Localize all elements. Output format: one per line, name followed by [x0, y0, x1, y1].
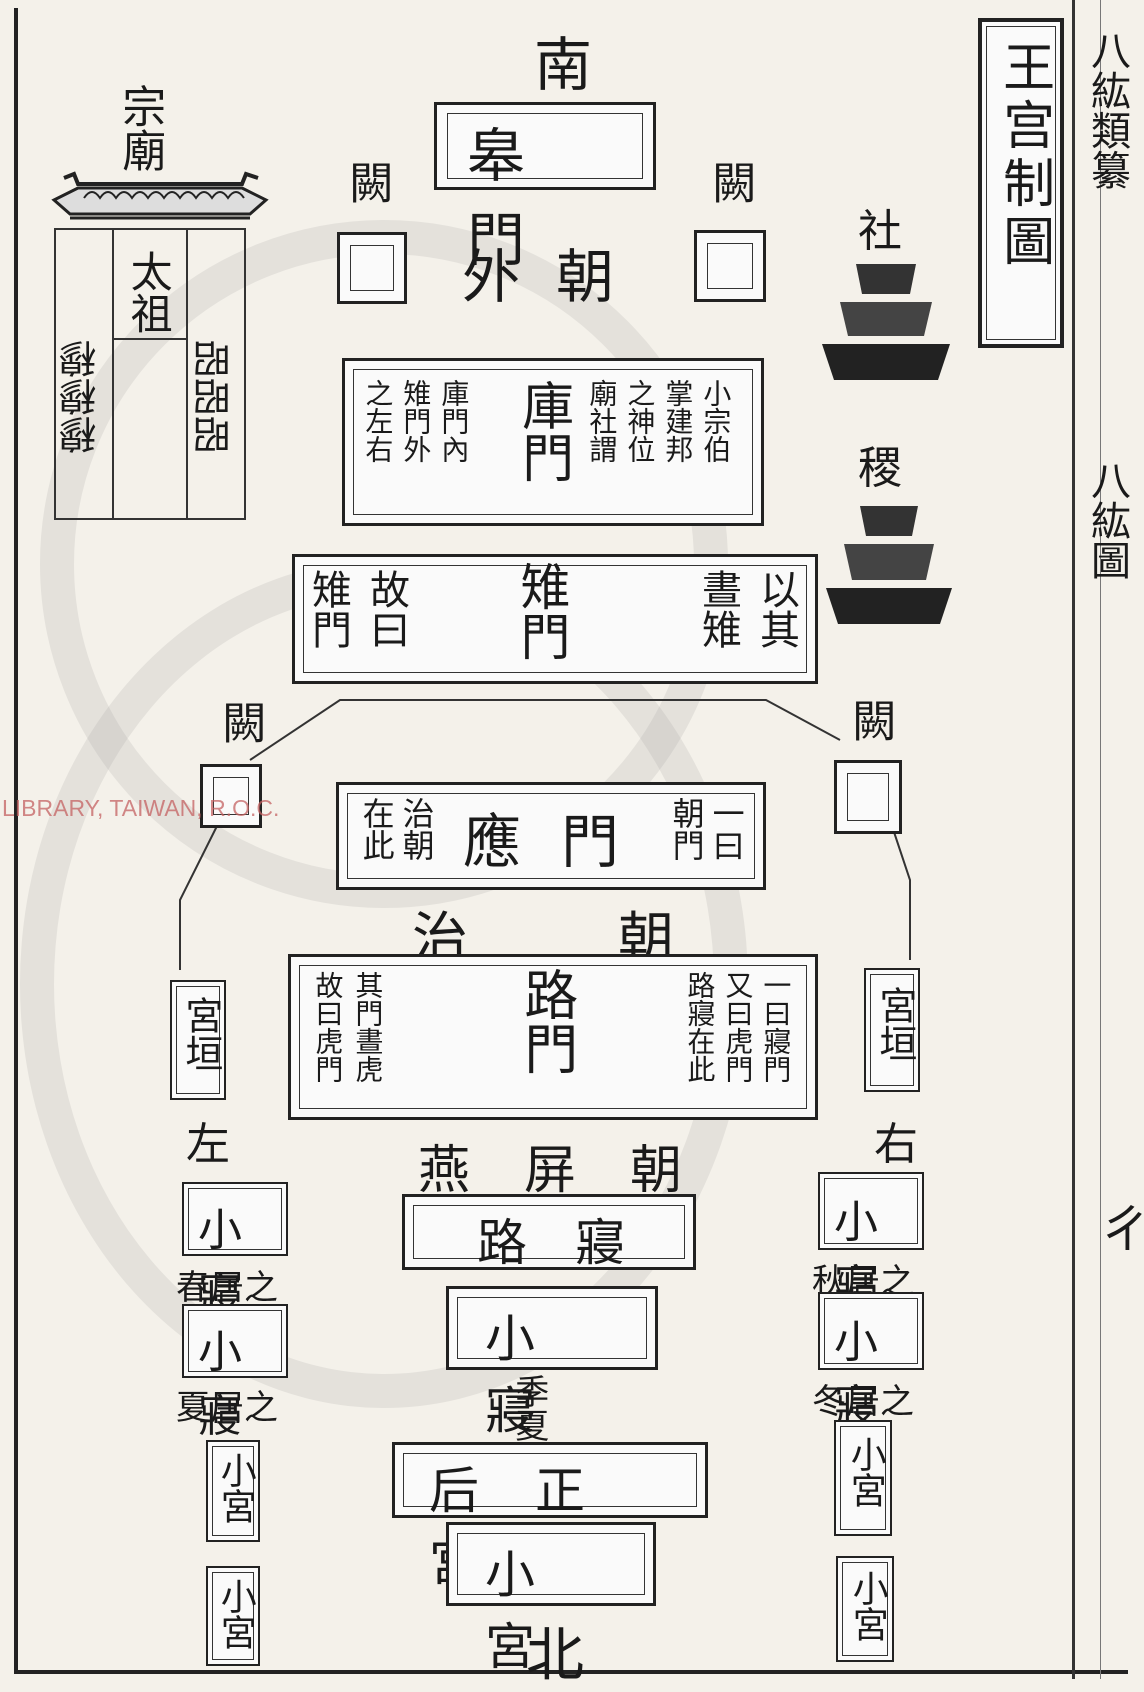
ying-men-note-2: 朝門: [667, 797, 706, 861]
ku-men-label: 庫門: [512, 379, 573, 483]
xiao-gong-right-2-label: 小宮: [846, 1570, 888, 1642]
spine-subtitle: 八紘圖: [1084, 460, 1130, 580]
lu-men: 一曰寢門 又曰虎門 路寢在此 路門 其門晝虎 故曰虎門: [288, 954, 818, 1120]
lu-men-label: 路門: [514, 967, 578, 1075]
ku-men-note-7: 之左右: [361, 379, 395, 463]
xiao-gong-left-1-label: 小宮: [214, 1452, 256, 1524]
gong-yuan-right: 宮垣: [864, 968, 920, 1092]
page-frame: [14, 8, 1128, 1674]
zongmiao-hall: 太祖 昭昭昭 穆穆穆: [54, 228, 246, 520]
que-left-mid-box: [200, 764, 262, 828]
library-watermark: LIBRARY, TAIWAN, R.O.C.: [2, 795, 280, 821]
ying-men: 一曰 朝門 應門 治朝 在此: [336, 782, 766, 890]
lu-men-note-5: 故曰虎門: [311, 971, 345, 1083]
que-right-top-box: [694, 230, 766, 302]
ku-men-note-1: 小宗伯: [699, 379, 733, 463]
ji-altar-icon: [824, 500, 954, 630]
ji-label: 稷: [858, 443, 902, 494]
south-label: 南: [534, 31, 593, 99]
que-right-top: 闕: [704, 160, 756, 204]
yan-chao: 燕屏朝: [418, 1141, 737, 1201]
zhi-men-note-4: 雉門: [305, 569, 351, 649]
ying-men-note-1: 一曰: [707, 797, 746, 861]
lu-men-note-4: 其門晝虎: [351, 971, 385, 1083]
spine-divider: [1100, 0, 1101, 1679]
ku-men-note-6: 雉門外: [399, 379, 433, 463]
dong-note: 冬居之: [812, 1382, 914, 1422]
xiao-qin-center: 小寢: [446, 1286, 658, 1440]
lu-qin-label: 路寢: [477, 1214, 673, 1272]
zongmiao-label: 宗廟: [114, 84, 166, 172]
left-label: 左: [186, 1119, 230, 1170]
ku-men-note-3: 之神位: [623, 379, 657, 463]
wai-chao: 外朝: [462, 243, 651, 311]
xiao-qin-autumn: 小寢: [818, 1172, 924, 1312]
zhi-men-label: 雉門: [512, 561, 571, 661]
ying-men-note-3: 治朝: [397, 797, 436, 861]
zhi-men-note-3: 故曰: [363, 569, 409, 649]
title: 王宫制圖: [993, 40, 1054, 272]
ku-men-note-4: 廟社謂: [585, 379, 619, 463]
que-right-mid-box: [834, 760, 902, 834]
ku-men-note-5: 庫門內: [437, 379, 471, 463]
she-label: 社: [858, 206, 902, 257]
spine-mark: ㄔ: [1100, 1201, 1144, 1259]
gao-men-label: 皋門: [467, 122, 562, 274]
que-right-mid: 闕: [844, 698, 896, 742]
zhi-men: 以其 晝雉 雉門 故曰 雉門: [292, 554, 818, 684]
xiao-gong-center: 小宮: [446, 1522, 656, 1676]
ku-men: 小宗伯 掌建邦 之神位 廟社謂 庫門 庫門內 雉門外 之左右: [342, 358, 764, 526]
xiao-qin-center-label: 小寢: [485, 1310, 581, 1440]
gao-men: 皋門: [434, 102, 656, 274]
xiao-gong-center-label: 小宮: [485, 1546, 581, 1676]
xiao-gong-right-1: 小宮: [834, 1420, 892, 1536]
title-box: 王宫制圖: [978, 18, 1064, 348]
she-altar-icon: [820, 258, 952, 388]
que-left-mid: 闕: [214, 700, 266, 744]
gong-yuan-left: 宮垣: [170, 980, 226, 1100]
que-left-top-box: [337, 232, 407, 304]
que-left-top: 闕: [341, 160, 393, 204]
xiao-qin-spring: 小寢: [182, 1182, 288, 1320]
temple-roof-icon: [44, 170, 276, 228]
gong-yuan-right-label: 宮垣: [872, 986, 917, 1062]
chun-note: 春居之: [176, 1268, 278, 1308]
north-label: 北: [526, 1621, 585, 1689]
lu-men-note-3: 路寢在此: [683, 971, 717, 1083]
lu-men-note-1: 一曰寢門: [759, 971, 793, 1083]
hou-zheng-gong: 后正宮: [392, 1442, 708, 1592]
right-label: 右: [874, 1119, 918, 1170]
ying-men-note-4: 在此: [357, 797, 396, 861]
zhi-men-note-1: 以其: [753, 569, 799, 649]
xiao-qin-summer-label: 小寢: [198, 1327, 252, 1442]
xia-note: 夏居之: [176, 1388, 278, 1428]
spine-title: 八紘類纂: [1084, 30, 1130, 190]
xiao-gong-left-2-label: 小宮: [214, 1578, 256, 1650]
ku-men-note-2: 掌建邦: [661, 379, 695, 463]
xiao-gong-right-2: 小宮: [836, 1556, 894, 1662]
taizu: 太祖: [124, 250, 174, 334]
xiao-gong-right-1-label: 小宮: [844, 1436, 886, 1508]
lu-qin: 路寢: [402, 1194, 696, 1272]
xiao-qin-summer: 小寢: [182, 1304, 288, 1442]
zhi-men-note-2: 晝雉: [695, 569, 741, 649]
ying-men-label: 應門: [463, 808, 660, 876]
gong-yuan-left-label: 宮垣: [178, 996, 223, 1072]
xiao-gong-left-1: 小宮: [206, 1440, 260, 1542]
lu-men-note-2: 又曰虎門: [721, 971, 755, 1083]
spine-divider: [1072, 0, 1075, 1679]
xiao-gong-left-2: 小宮: [206, 1566, 260, 1666]
xiao-qin-winter: 小寢: [818, 1292, 924, 1432]
